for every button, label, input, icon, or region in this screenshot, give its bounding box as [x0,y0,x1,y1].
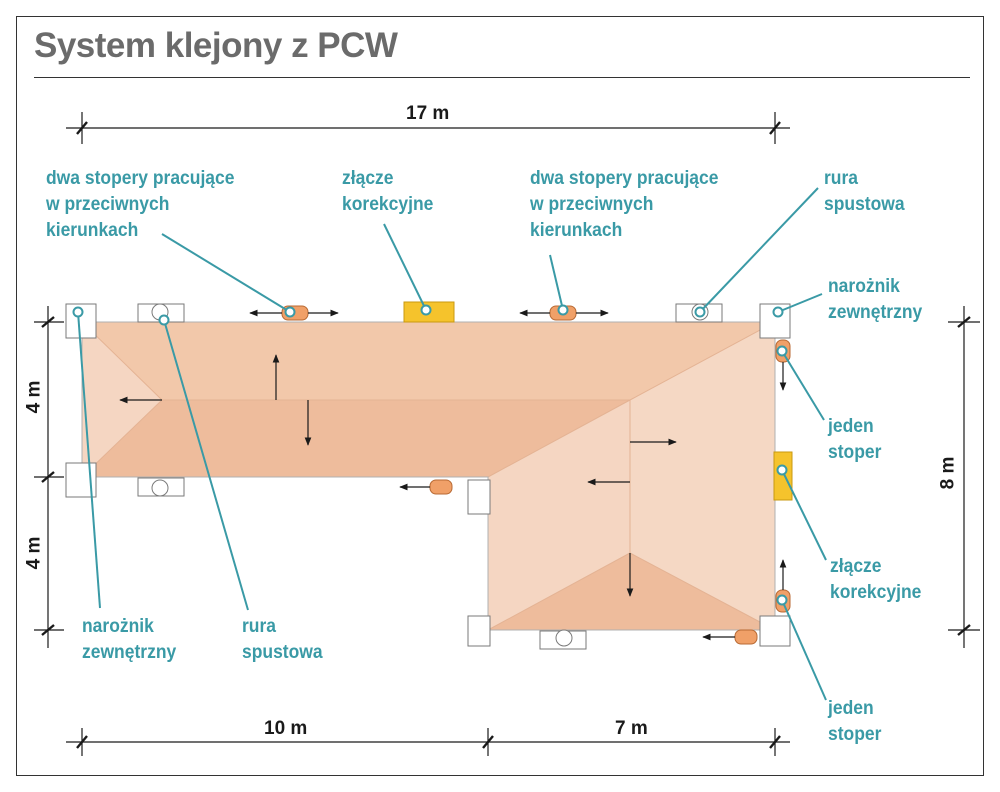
dimension-top: 17 m [406,103,450,124]
roof-wing-east-slope [630,322,775,630]
label-jeden-stoper-2: jeden stoper [828,698,882,745]
corner-nw [65,303,97,339]
downpipe-outlets [137,303,723,650]
label-rura-top: rura spustowa [824,168,905,215]
corner-inner [467,479,491,515]
dimension-right: 8 m [937,456,959,490]
label-rura-bottom: rura spustowa [242,616,323,663]
leader-jeden-stoper-1 [781,350,825,421]
outlet-bottom [555,629,573,647]
label-naroznik-right: narożnik zewnętrzny [828,276,923,323]
leader-rura-bottom [163,319,249,611]
dimension-left-upper: 4 m [23,380,45,414]
leader-zlacze-top [383,223,427,311]
label-naroznik-bottom: narożnik zewnętrzny [82,616,177,663]
label-stopery-left: dwa stopery pracujące w przeciwnych kier… [46,168,235,241]
dimension-lines [34,112,980,756]
stopper-bottom [734,629,758,645]
dimension-left-lower: 4 m [23,536,45,570]
label-zlacze-top: złącze korekcyjne [342,168,434,215]
leader-naroznik-bottom [77,311,101,609]
dimension-bottom-right: 7 m [615,718,648,739]
label-zlacze-right: złącze korekcyjne [830,556,922,603]
label-stopery-right: dwa stopery pracujące w przeciwnych kier… [530,168,719,241]
flow-arrows [119,309,787,641]
connector-right [773,451,793,501]
page-title: System klejony z PCW [34,26,398,65]
corner-s-left [467,615,491,647]
title-divider [34,77,970,78]
leader-stopery-right [549,254,564,311]
stopper-inner [429,479,453,495]
roof-south-slope-west [82,400,630,477]
leader-markers [72,304,788,606]
roof-north-slope [82,322,775,400]
corner-se [759,615,791,647]
leader-lines [77,187,827,701]
leader-zlacze-right [781,469,827,561]
leader-naroznik-right [777,293,823,313]
roof-wing-west-slope [488,400,630,630]
roof-planes [81,321,776,631]
dimension-bottom-left: 10 m [264,718,308,739]
leader-jeden-stoper-2 [781,599,827,701]
leader-stopery-left [161,233,291,313]
label-jeden-stoper-1: jeden stoper [828,416,882,463]
outlet-bottom-left [151,479,169,497]
leader-rura-top [699,187,819,313]
